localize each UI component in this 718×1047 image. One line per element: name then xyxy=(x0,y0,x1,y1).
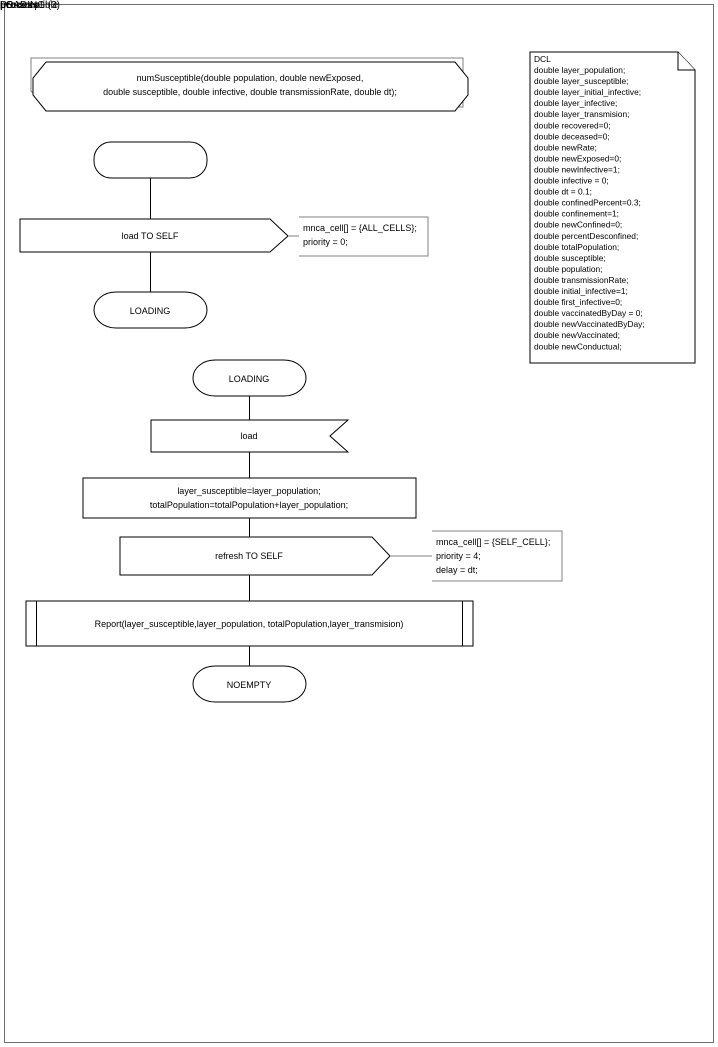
task-line2: totalPopulation=totalPopulation+layer_po… xyxy=(150,500,348,510)
dcl-declaration-line: double layer_initial_infective; xyxy=(534,87,641,97)
input-load-symbol: load xyxy=(150,419,350,453)
output-refresh-label: refresh TO SELF xyxy=(215,551,283,561)
header-keyword: process xyxy=(0,0,39,11)
dcl-declaration-line: double transmissionRate; xyxy=(534,275,629,285)
dcl-declaration-line: double percentDesconfined; xyxy=(534,231,638,241)
task-symbol: layer_susceptible=layer_population; tota… xyxy=(82,477,417,519)
task-line1: layer_susceptible=layer_population; xyxy=(177,486,320,496)
dcl-declaration-line: double layer_infective; xyxy=(534,98,617,108)
dcl-declaration-line: double layer_population; xyxy=(534,65,625,75)
dcl-declaration-line: double newVaccinated; xyxy=(534,330,620,340)
dcl-declaration-line: double confinedPercent=0.3; xyxy=(534,198,641,208)
dcl-declaration-line: double population; xyxy=(534,264,602,274)
dcl-declaration-line: double susceptible; xyxy=(534,253,606,263)
state-noempty-symbol: NOEMPTY xyxy=(192,665,307,703)
comment-output-load-line2: priority = 0; xyxy=(303,237,348,247)
dcl-declaration-line: double confinement=1; xyxy=(534,209,619,219)
state-loading-1-label: LOADING xyxy=(130,306,171,316)
state-loading-1-symbol: LOADING xyxy=(93,291,208,329)
dcl-declaration-line: double layer_transmision; xyxy=(534,109,629,119)
output-refresh-symbol: refresh TO SELF xyxy=(119,536,391,576)
header-process-name: PSusceptible xyxy=(0,0,59,11)
comment-output-load-line1: mnca_cell[] = {ALL_CELLS}; xyxy=(303,223,417,233)
dcl-declaration-line: double first_infective=0; xyxy=(534,297,622,307)
procedure-header-line1: numSusceptible(double population, double… xyxy=(137,73,364,83)
comment-output-refresh-line2: priority = 4; xyxy=(436,551,481,561)
input-load-label: load xyxy=(240,431,257,441)
comment-output-refresh: mnca_cell[] = {SELF_CELL}; priority = 4;… xyxy=(432,530,563,582)
dcl-declaration-line: double deceased=0; xyxy=(534,131,610,141)
output-load-label: load TO SELF xyxy=(122,231,179,241)
state-noempty-label: NOEMPTY xyxy=(227,680,272,690)
dcl-declaration-line: double recovered=0; xyxy=(534,120,611,130)
dcl-declaration-line: double dt = 0.1; xyxy=(534,187,592,197)
comment-output-refresh-line3: delay = dt; xyxy=(436,565,478,575)
dcl-declaration-line: double newInfective=1; xyxy=(534,164,620,174)
dcl-declaration-line: double newExposed=0; xyxy=(534,153,621,163)
dcl-declaration-line: double layer_susceptible; xyxy=(534,76,629,86)
comment-output-refresh-line1: mnca_cell[] = {SELF_CELL}; xyxy=(436,537,550,547)
dcl-declaration-line: double newConductual; xyxy=(534,341,622,351)
state-loading-2-label: LOADING xyxy=(229,374,270,384)
comment-output-load: mnca_cell[] = {ALL_CELLS}; priority = 0; xyxy=(299,216,429,257)
procedure-call-symbol: Report(layer_susceptible,layer_populatio… xyxy=(25,600,474,647)
dcl-declaration-line: double infective = 0; xyxy=(534,176,609,186)
dcl-declaration-line: double initial_infective=1; xyxy=(534,286,628,296)
dcl-declaration-list: double layer_population;double layer_sus… xyxy=(534,65,645,351)
dcl-declaration-line: double newRate; xyxy=(534,142,597,152)
dcl-note-symbol: DCL double layer_population;double layer… xyxy=(529,51,696,364)
dcl-title: DCL xyxy=(534,54,551,64)
dcl-declaration-line: double newConfined=0; xyxy=(534,220,622,230)
procedure-header-line2: double susceptible, double infective, do… xyxy=(103,87,397,97)
header-page-label: LOADING (3) xyxy=(0,0,61,11)
dcl-declaration-line: double vaccinatedByDay = 0; xyxy=(534,308,643,318)
procedure-call-label: Report(layer_susceptible,layer_populatio… xyxy=(95,619,404,629)
dcl-declaration-line: double totalPopulation; xyxy=(534,242,619,252)
start-symbol xyxy=(93,141,208,179)
state-loading-2-symbol: LOADING xyxy=(192,359,307,397)
dcl-declaration-line: double newVaccinatedByDay; xyxy=(534,319,645,329)
output-load-symbol: load TO SELF xyxy=(19,218,289,253)
procedure-header-symbol: numSusceptible(double population, double… xyxy=(30,57,469,112)
